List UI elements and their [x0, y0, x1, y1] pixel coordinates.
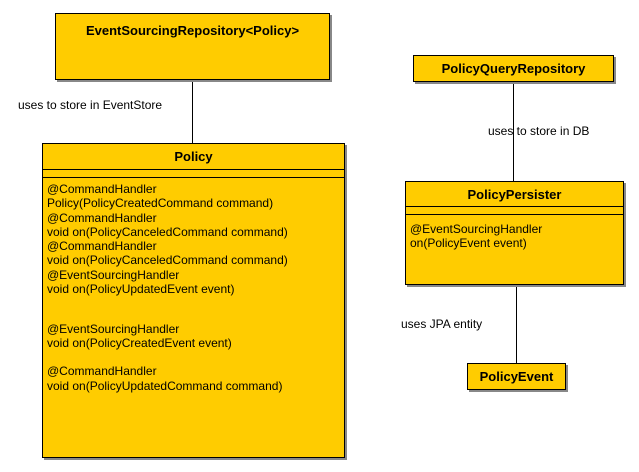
operation: void on(PolicyCanceledCommand command) [47, 253, 288, 268]
association-line-repository-policy [192, 80, 193, 144]
class-policy-persister[interactable]: PolicyPersister @EventSourcingHandler on… [405, 181, 624, 285]
class-policy[interactable]: Policy @CommandHandler Policy(PolicyCrea… [42, 143, 345, 458]
class-policy-query-repository[interactable]: PolicyQueryRepository [413, 55, 614, 82]
operation: @CommandHandler [47, 182, 157, 196]
operation: void on(PolicyUpdatedCommand command) [47, 378, 283, 393]
association-label-event-store: uses to store in EventStore [18, 98, 163, 112]
class-name: Policy [174, 149, 213, 164]
operation: @CommandHandler [47, 364, 157, 379]
operation: @EventSourcingHandler [410, 222, 543, 236]
name-separator [43, 169, 344, 170]
association-label-jpa: uses JPA entity [401, 317, 483, 331]
class-name: EventSourcingRepository<Policy> [85, 23, 300, 38]
operations-list: @EventSourcingHandler on(PolicyEvent eve… [410, 222, 619, 251]
attribute-separator [43, 177, 344, 178]
name-separator [406, 206, 623, 207]
operation: on(PolicyEvent event) [410, 236, 527, 251]
operation: @EventSourcingHandler [47, 267, 180, 282]
operation: void on(PolicyCreatedEvent event) [47, 335, 232, 350]
association-line-persister-event [516, 284, 517, 364]
class-event-sourcing-repository[interactable]: EventSourcingRepository<Policy> [55, 13, 330, 80]
association-label-db: uses to store in DB [488, 124, 590, 138]
class-name: PolicyQueryRepository [441, 61, 586, 76]
operation [47, 296, 340, 310]
class-name: PolicyPersister [467, 187, 562, 202]
operation: @EventSourcingHandler [47, 321, 180, 336]
operation: void on(PolicyCanceledCommand command) [47, 224, 288, 239]
operation: void on(PolicyUpdatedEvent event) [47, 282, 235, 297]
class-name: PolicyEvent [479, 369, 554, 384]
operation [47, 311, 340, 322]
operation: Policy(PolicyCreatedCommand command) [47, 196, 274, 211]
operation [47, 350, 340, 364]
association-line-query-persister [513, 82, 514, 182]
class-policy-event[interactable]: PolicyEvent [467, 363, 566, 390]
operation: @CommandHandler [47, 239, 157, 254]
attribute-separator [406, 214, 623, 215]
operations-list: @CommandHandler Policy(PolicyCreatedComm… [47, 182, 340, 393]
operation: @CommandHandler [47, 210, 157, 225]
